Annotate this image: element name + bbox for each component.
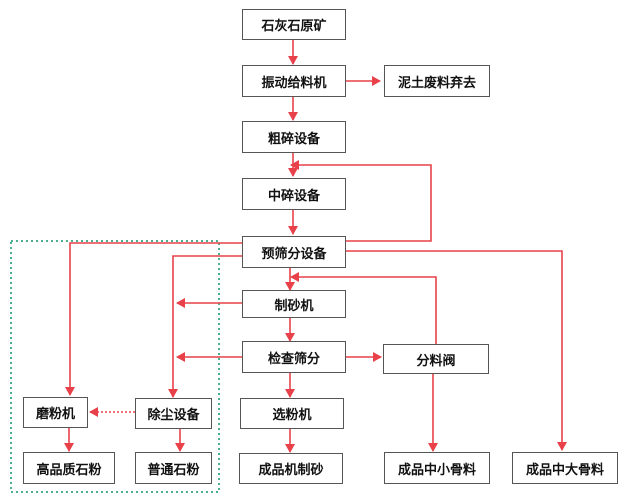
node-dust-remover: 除尘设备 [135, 398, 212, 429]
arrow-prescreen-to-dust [168, 255, 243, 398]
node-inspection-screening: 检查筛分 [242, 341, 346, 373]
arrow-prescreen-to-grinder [65, 242, 243, 396]
node-machine-sand: 成品机制砂 [239, 453, 343, 484]
node-small-medium-aggregate: 成品中小骨料 [384, 452, 490, 484]
arrow-prescreen-recycle [290, 160, 432, 242]
node-medium-large-aggregate: 成品中大骨料 [512, 452, 618, 484]
arrow-prescreen-to-large [345, 250, 567, 451]
node-powder-separator: 选粉机 [240, 398, 344, 429]
node-ordinary-powder: 普通石粉 [135, 452, 212, 484]
node-premium-powder: 高品质石粉 [23, 452, 115, 484]
arrow-valve-to-sandmaker [290, 272, 437, 344]
node-sand-maker: 制砂机 [242, 290, 346, 318]
node-vibrating-feeder: 振动给料机 [242, 65, 346, 97]
node-raw-ore: 石灰石原矿 [242, 9, 346, 40]
node-waste-soil: 泥土废料弃去 [384, 65, 490, 97]
node-coarse-crusher: 粗碎设备 [242, 121, 346, 153]
node-grinding-mill: 磨粉机 [23, 397, 88, 428]
node-pre-screening: 预筛分设备 [242, 236, 346, 268]
node-distribution-valve: 分料阀 [383, 344, 489, 374]
node-medium-crusher: 中碎设备 [242, 178, 346, 210]
